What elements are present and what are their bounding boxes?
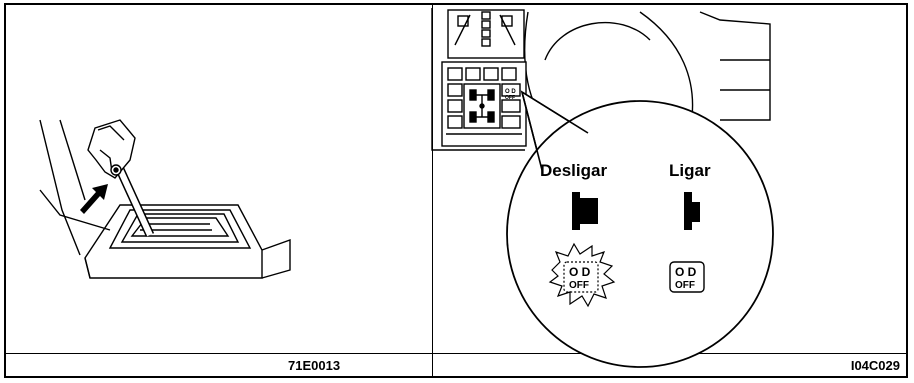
switch-on-icon [684, 192, 700, 230]
left-figure-code: 71E0013 [288, 358, 341, 373]
switch-off-icon [572, 192, 598, 230]
lit-indicator-line1: O D [569, 265, 591, 279]
panel-od-off-switch-line1: O D [505, 89, 516, 95]
push-arrow-icon [80, 184, 108, 214]
panel-divider [432, 5, 433, 376]
panel-od-off-switch-line2: OFF [505, 95, 515, 101]
on-label: Ligar [669, 161, 711, 180]
shift-lever-illustration [39, 119, 291, 279]
od-off-light-lit-icon [548, 242, 616, 308]
right-figure-code: I04C029 [850, 358, 900, 373]
figure-frame: 71E0013 I04C029 [4, 3, 908, 378]
lit-indicator-line2: OFF [569, 280, 589, 291]
unlit-indicator-line1: O D [675, 265, 697, 279]
callout-bubble [506, 90, 774, 368]
caption-rule [6, 353, 906, 354]
od-off-light-unlit-icon [669, 261, 705, 293]
off-label: Desligar [540, 161, 607, 180]
unlit-indicator-line2: OFF [675, 280, 695, 291]
